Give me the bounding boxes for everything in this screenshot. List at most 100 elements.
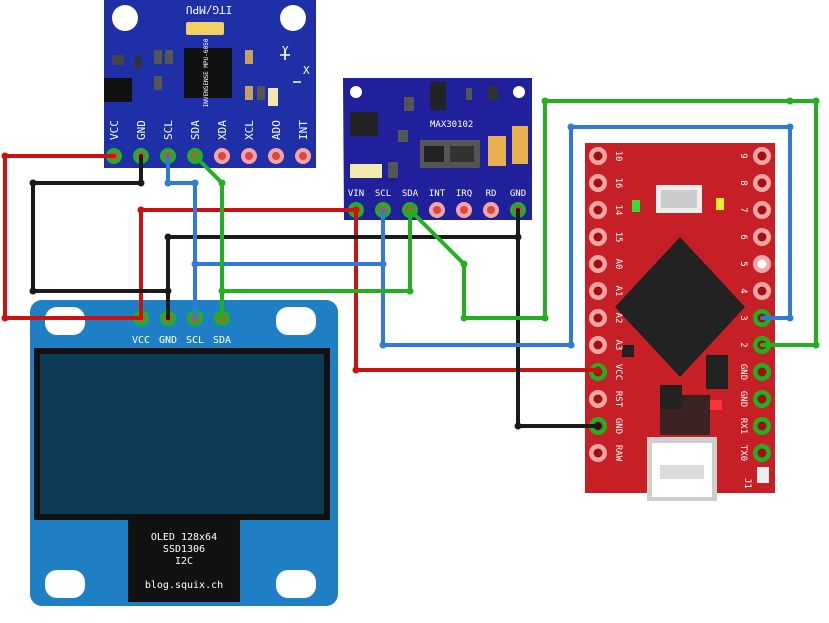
oled-mount-hole-br [276, 570, 316, 598]
mpu-axis-x: X [303, 64, 310, 77]
wire-junction-24 [218, 287, 226, 295]
max-sensor-led [450, 146, 474, 162]
arduino-left-pin-label-a2: A2 [613, 313, 623, 324]
wire-junction-8 [29, 287, 37, 295]
arduino-right-pin-hole-1 [757, 178, 767, 188]
mpu-pin-label-xda: XDA [216, 120, 229, 140]
max-mount-hole-left [350, 86, 362, 98]
mpu-pin-label-sda: SDA [189, 120, 202, 140]
wire-blue-mpu-scl-to-oled-scl [166, 154, 197, 320]
arduino-left-pin-label-16: 16 [613, 178, 623, 189]
arduino-left-pin-hole-15 [593, 232, 603, 242]
wire-junction-30 [812, 97, 820, 105]
arduino-right-pin-label-5: 4 [738, 288, 748, 293]
arduino-right-pin-hole-3 [757, 232, 767, 242]
wire-junction-29 [541, 97, 549, 105]
mpu-mount-hole-right [280, 5, 306, 31]
arduino-left-pin-hole-16 [593, 178, 603, 188]
wire-junction-3 [352, 206, 360, 214]
mpu-pin-hole-int [299, 152, 307, 160]
arduino-left-pin-label-10: 10 [613, 151, 623, 162]
max-smd-3 [488, 86, 498, 100]
oled-mount-hole-tl [45, 307, 85, 335]
wire-junction-10 [164, 233, 172, 241]
oled-label-line-3: I2C [175, 556, 193, 567]
mpu-smd-4 [154, 76, 162, 90]
wire-red-mpu-vcc-to-oled-vcc [3, 154, 143, 320]
wire-junction-1 [1, 314, 9, 322]
max-pin-label-int: INT [429, 189, 446, 199]
arduino-led-yellow [716, 198, 724, 210]
usb-port [660, 465, 704, 479]
wire-junction-25 [406, 287, 414, 295]
mpu-smd-6 [245, 50, 253, 64]
max-pin-label-sda: SDA [402, 189, 419, 199]
max-smd-1 [430, 82, 446, 110]
wire-junction-14 [164, 179, 172, 187]
max-regulator [350, 112, 378, 136]
max-pin-hole-rd [487, 206, 495, 214]
arduino-right-pin-label-3: 6 [738, 234, 748, 239]
oled-pin-label-sda: SDA [213, 335, 231, 346]
wire-junction-27 [460, 314, 468, 322]
arduino-left-pin-label-a1: A1 [613, 286, 623, 297]
wire-junction-22 [786, 314, 794, 322]
mpu-smd-3 [154, 50, 162, 64]
mpu-pin-label-gnd: GND [135, 120, 148, 140]
max-cap-2 [512, 126, 528, 164]
arduino-led-green [632, 200, 640, 212]
arduino-right-pin-label-7: 2 [738, 342, 748, 347]
arduino-right-pin-label-2: 7 [738, 207, 748, 212]
arduino-left-pin-label-gnd: GND [613, 418, 623, 434]
wire-junction-5 [594, 366, 602, 374]
arduino-right-pin-hole-5 [757, 286, 767, 296]
oled-label-plate [128, 518, 240, 602]
mpu-regulator [104, 78, 132, 102]
max-smd-2 [466, 88, 472, 100]
wire-junction-20 [567, 123, 575, 131]
mpu-chip-text: INVENSENSE MPU-6050 [203, 38, 210, 107]
wire-junction-31 [812, 341, 820, 349]
max-pin-label-rd: RD [486, 189, 497, 199]
arduino-smd-4 [706, 355, 728, 389]
arduino-right-pin-label-8: GND [738, 364, 748, 380]
oled-mount-hole-tr [276, 307, 316, 335]
mpu-pin-label-vcc: VCC [108, 120, 121, 140]
mpu-pin-label-xcl: XCL [243, 120, 256, 140]
max-mount-hole-right [513, 86, 525, 98]
arduino-led-red [706, 400, 722, 410]
max-smd-7 [388, 162, 398, 178]
arduino-right-pin-hole-0 [757, 151, 767, 161]
arduino-left-pin-hole-14 [593, 205, 603, 215]
mpu-smd-8 [268, 88, 278, 106]
mpu-title: ITG/MPU [186, 3, 232, 16]
mpu-smd-9 [257, 86, 265, 100]
arduino-right-pin-hole-10 [757, 421, 767, 431]
arduino-left-pin-hole-rst [593, 394, 603, 404]
mpu-chip [184, 48, 232, 98]
max-cap-1 [488, 136, 506, 166]
wire-junctions [1, 97, 820, 430]
oled-pin-label-gnd: GND [159, 335, 177, 346]
arduino-mcu-chip [615, 237, 745, 377]
wire-junction-2 [137, 206, 145, 214]
wire-junction-12 [514, 422, 522, 430]
arduino-left-pin-label-a0: A0 [613, 259, 623, 270]
mpu-smd-2 [135, 55, 141, 69]
arduino-right-pin-hole-4 [757, 259, 767, 269]
arduino-reset-button-cap [661, 190, 697, 208]
wire-junction-7 [29, 179, 37, 187]
arduino-smd-3 [660, 395, 710, 435]
mpu-pin-hole-ado [272, 152, 280, 160]
wire-black-mpu-gnd-to-oled-gnd [31, 154, 170, 320]
arduino-left-pin-hole-a2 [593, 313, 603, 323]
oled-pin-label-scl: SCL [186, 335, 204, 346]
arduino-right-pin-hole-11 [757, 448, 767, 458]
mpu-pin-hole-xcl [245, 152, 253, 160]
arduino-right-pin-hole-9 [757, 394, 767, 404]
wire-junction-19 [567, 341, 575, 349]
arduino-left-pin-label-14: 14 [613, 205, 623, 216]
arduino-left-pin-label-vcc: VCC [613, 364, 623, 380]
